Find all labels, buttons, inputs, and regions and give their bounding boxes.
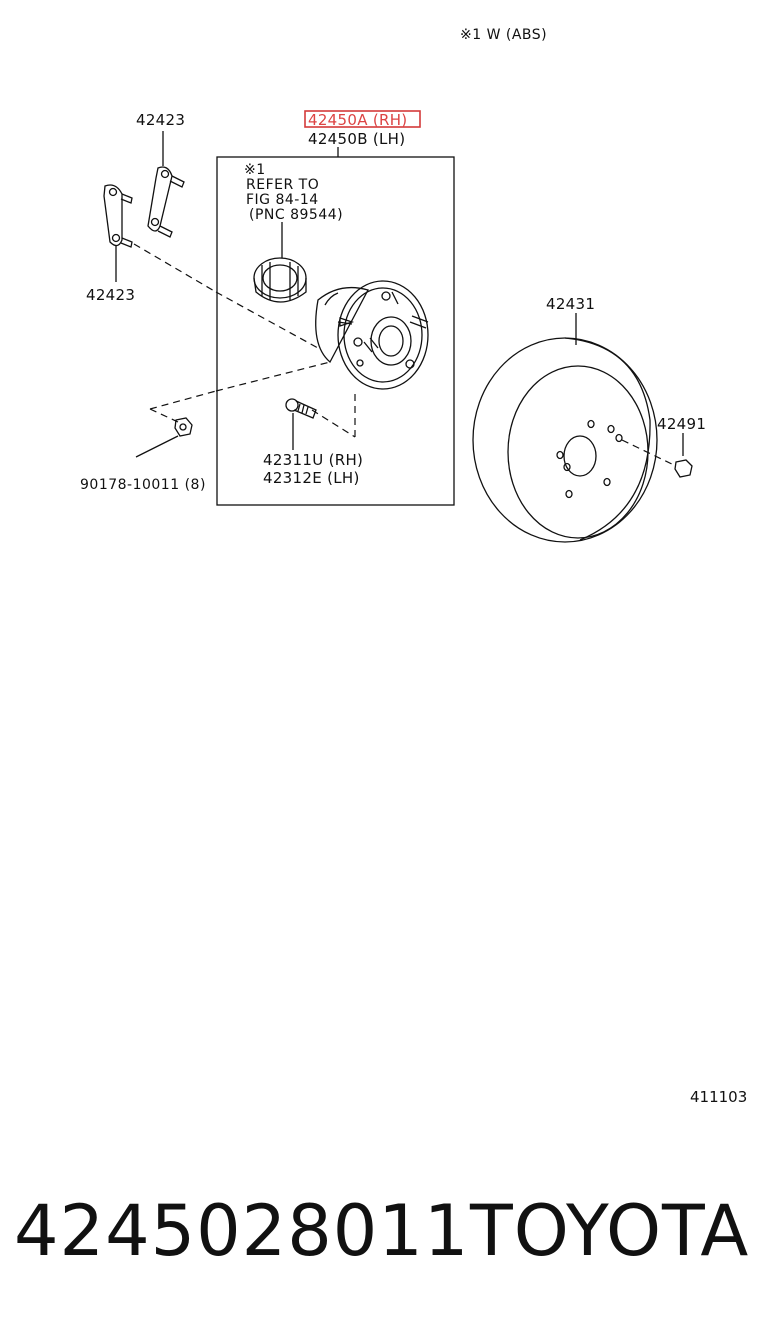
hub-bolt-icon <box>285 398 317 419</box>
plate-label-bottom[interactable]: 42423 <box>86 286 135 304</box>
hub-part-lh[interactable]: 42450B (LH) <box>308 130 405 148</box>
plate-icon <box>103 184 133 248</box>
figure-code: 411103 <box>690 1088 748 1106</box>
inset-line3: (PNC 89544) <box>249 207 343 223</box>
inset-line1: REFER TO <box>246 177 319 193</box>
abs-note: ※1 W (ABS) <box>460 27 547 43</box>
plug-icon <box>674 459 693 478</box>
hub-bearing-icon <box>315 280 429 390</box>
brand-name: TOYOTA <box>470 1190 750 1272</box>
brake-disc-icon <box>472 337 658 543</box>
plug-label[interactable]: 42491 <box>657 415 706 433</box>
inset-line2: FIG 84-14 <box>246 192 319 208</box>
bolt-icon <box>174 417 193 437</box>
plate-label-top[interactable]: 42423 <box>136 111 185 129</box>
inset-marker: ※1 <box>244 162 266 178</box>
disc-label[interactable]: 42431 <box>546 295 595 313</box>
hub-bolt-rh-label[interactable]: 42311U (RH) <box>263 451 363 469</box>
hub-bolt-lh-label[interactable]: 42312E (LH) <box>263 469 360 487</box>
plate-icon <box>147 166 185 238</box>
hub-part-rh[interactable]: 42450A (RH) <box>308 111 407 129</box>
bolt-label[interactable]: 90178-10011 (8) <box>80 477 206 493</box>
inset-box <box>216 156 455 506</box>
sensor-ring-icon <box>253 257 307 303</box>
highlight-box <box>304 110 421 128</box>
leader-bolt <box>135 435 179 458</box>
part-number: 4245028011 <box>14 1190 470 1272</box>
